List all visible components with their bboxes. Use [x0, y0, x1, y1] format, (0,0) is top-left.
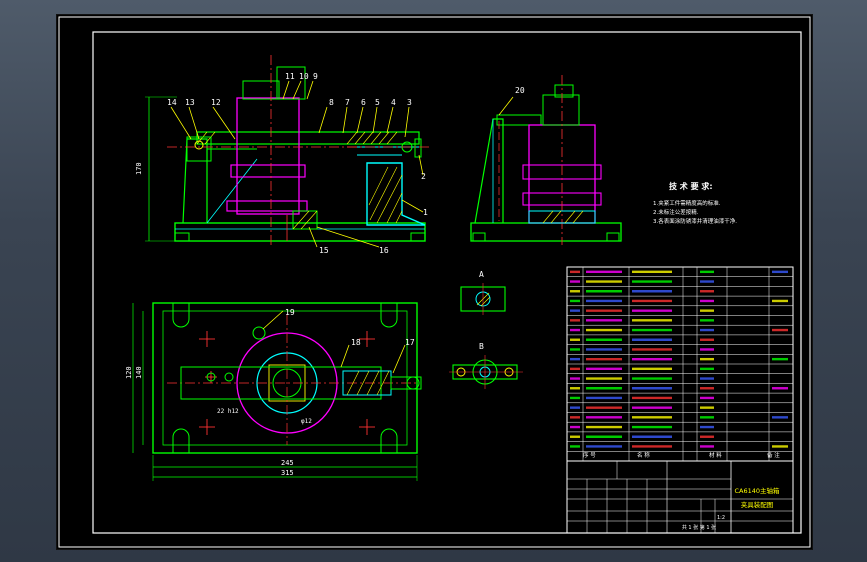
title-col-qty: 材 料	[709, 451, 722, 459]
front-view: 170	[135, 55, 429, 245]
outer-frame	[58, 16, 811, 548]
label-17: 17	[405, 338, 415, 347]
cad-drawing: 170 14 13 12 11 10 9 8 7 6 5 4 3 2 1 15	[58, 16, 811, 548]
front-leaders	[170, 80, 424, 248]
tech-req-3: 3.各表面涂防锈漆并清理油漆干净.	[653, 217, 737, 225]
label-15: 15	[319, 246, 329, 255]
label-18: 18	[351, 338, 361, 347]
tech-req-2: 2.未标注公差按精.	[653, 208, 699, 216]
label-6: 6	[361, 98, 366, 107]
parts-list	[566, 266, 794, 462]
front-labels: 14 13 12 11 10 9 8 7 6 5 4 3 2 1 15 16	[167, 72, 428, 255]
label-20: 20	[515, 86, 525, 95]
label-11: 11	[285, 72, 295, 81]
label-16: 16	[379, 246, 389, 255]
section-b: B	[449, 342, 523, 389]
tech-title: 技 术 要 求:	[669, 181, 713, 191]
title-col-name: 名 称	[637, 451, 650, 459]
label-13: 13	[185, 98, 195, 107]
dim-phi12: φ12	[301, 418, 312, 425]
top-view: 245 315 120 140 22 h12 φ12 19 18 17	[125, 302, 422, 481]
section-label-b: B	[479, 342, 484, 351]
dim-22: 22 h12	[217, 408, 239, 415]
label-7: 7	[345, 98, 350, 107]
label-5: 5	[375, 98, 380, 107]
label-9: 9	[313, 72, 318, 81]
dim-245: 245	[281, 459, 294, 467]
title-scale: 1:2	[717, 515, 725, 521]
tech-req-1: 1.夹紧工件需精度高的标准.	[653, 199, 721, 207]
title-sheet: 共 1 张 第 1 张	[682, 524, 716, 531]
title-name-2: 夹具装配图	[741, 500, 774, 509]
label-10: 10	[299, 72, 309, 81]
section-label-a: A	[479, 270, 484, 279]
section-a: A	[460, 270, 506, 315]
title-col-no: 序 号	[583, 451, 596, 459]
title-block: CA6140主轴箱 夹具装配图 1:2 共 1 张 第 1 张 序 号 名 称 …	[566, 451, 794, 534]
tech-requirements: 技 术 要 求: 1.夹紧工件需精度高的标准. 2.未标注公差按精. 3.各表面…	[653, 181, 737, 225]
inner-frame	[92, 31, 802, 534]
label-12: 12	[211, 98, 221, 107]
side-view: 20	[470, 75, 622, 245]
dim-140: 140	[135, 366, 143, 379]
label-3: 3	[407, 98, 412, 107]
cad-drawing-viewport[interactable]: 170 14 13 12 11 10 9 8 7 6 5 4 3 2 1 15	[56, 14, 813, 550]
dim-315: 315	[281, 469, 294, 477]
label-19: 19	[285, 308, 295, 317]
label-2: 2	[421, 172, 426, 181]
title-name-1: CA6140主轴箱	[734, 486, 780, 495]
title-col-note: 备 注	[767, 451, 780, 459]
dim-front-height: 170	[135, 162, 143, 175]
dim-120: 120	[125, 366, 133, 379]
label-14: 14	[167, 98, 177, 107]
label-1: 1	[423, 208, 428, 217]
label-4: 4	[391, 98, 396, 107]
label-8: 8	[329, 98, 334, 107]
